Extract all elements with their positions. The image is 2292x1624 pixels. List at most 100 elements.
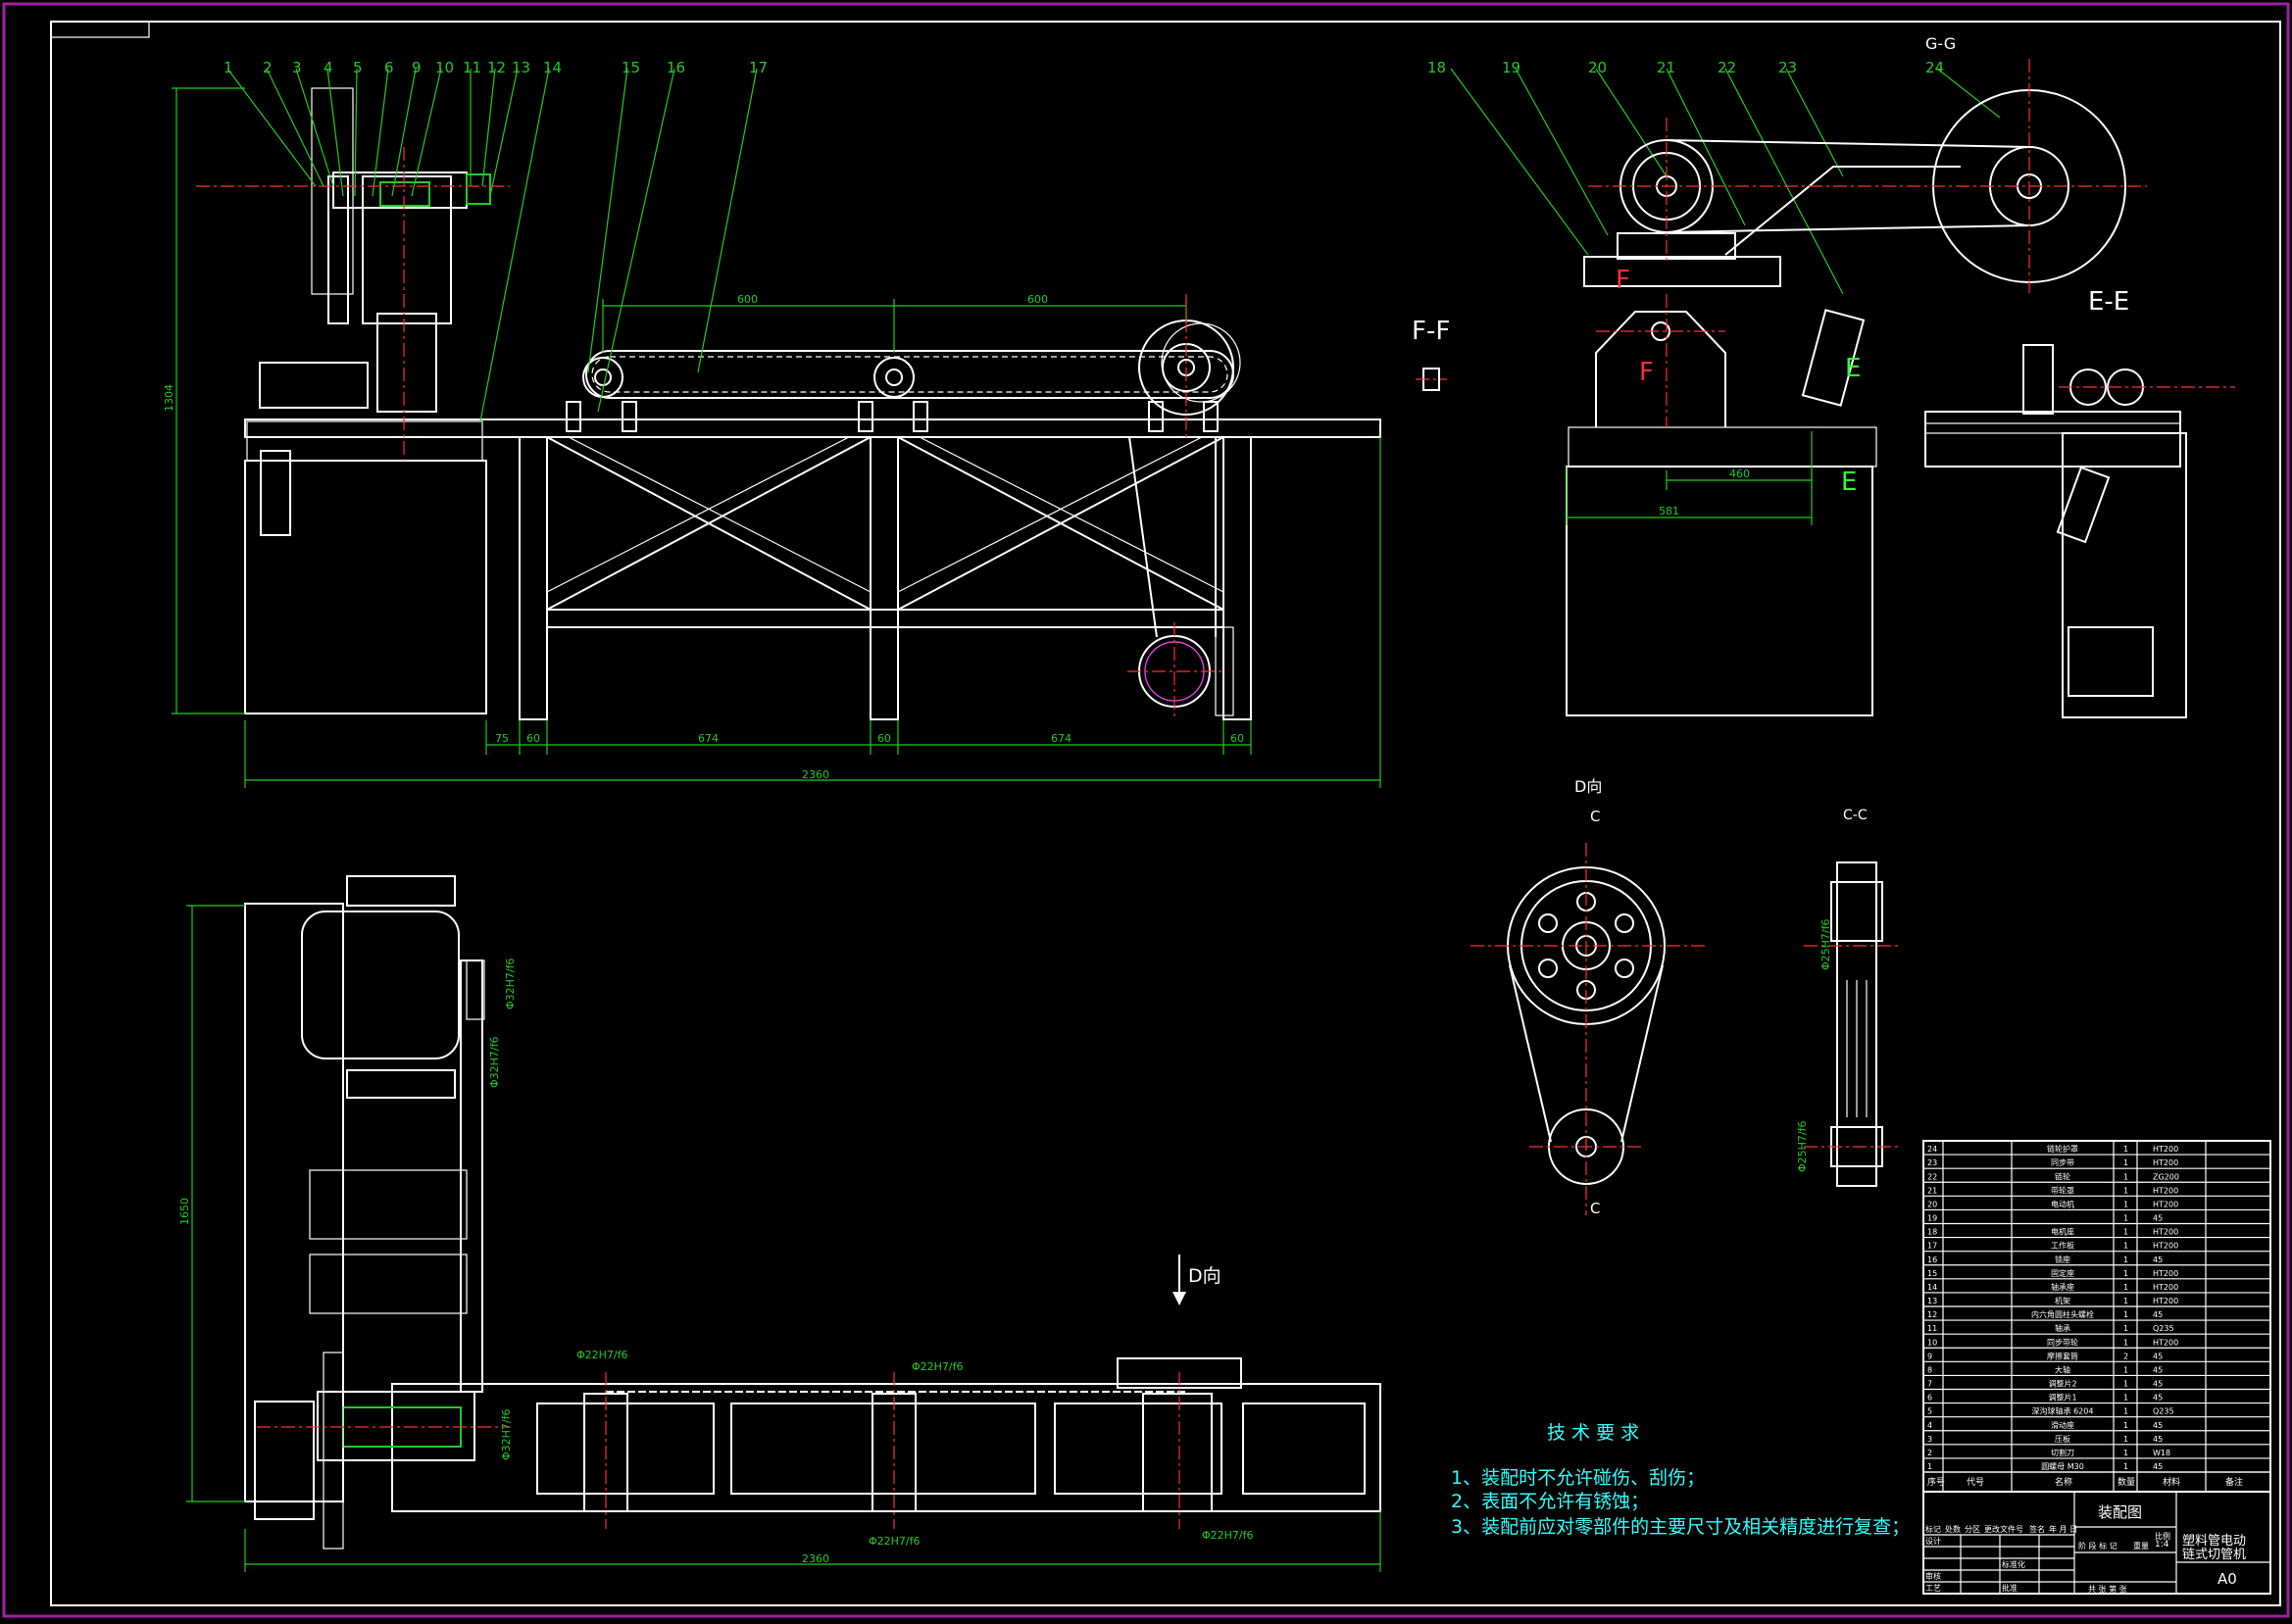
bom-cell: 1 <box>2123 1310 2128 1319</box>
bom-cell: 电动机 <box>2051 1199 2074 1208</box>
tb-zone: 分区 <box>1965 1525 1980 1534</box>
bom-cell: 3 <box>1927 1435 1932 1444</box>
scale-value: 1:4 <box>2155 1540 2169 1550</box>
chain-loop <box>585 350 1234 399</box>
bom-cell: 工作板 <box>2051 1241 2074 1251</box>
label-f-mark-1: F <box>1616 266 1630 295</box>
bom-header-material: 材料 <box>2163 1476 2180 1488</box>
bom-cell: 13 <box>1927 1297 1937 1305</box>
bom-header-qty: 数量 <box>2118 1476 2135 1488</box>
bom-cell: 链轮 <box>2055 1171 2070 1181</box>
balloon-1: 1 <box>224 59 233 76</box>
bom-cell: 20 <box>1927 1200 1937 1208</box>
bom-cell: 1 <box>2123 1407 2128 1416</box>
label-c-mark-1: C <box>1590 808 1600 825</box>
balloon-22: 22 <box>1718 59 1736 76</box>
tb-ratio: 比例 <box>2155 1531 2170 1541</box>
corner-tag <box>50 21 150 38</box>
bom-cell: HT200 <box>2153 1228 2178 1237</box>
bom-cell: 调整片2 <box>2048 1379 2076 1389</box>
balloon-12: 12 <box>487 59 506 76</box>
dim-60-b: 60 <box>877 732 891 745</box>
bom-cell: 2 <box>2123 1352 2128 1360</box>
tb-checker: 审核 <box>1925 1571 1941 1581</box>
bom-cell: 1 <box>2123 1462 2128 1471</box>
bom-cell: 45 <box>2153 1435 2163 1444</box>
bom-cell: HT200 <box>2153 1158 2178 1167</box>
balloon-5: 5 <box>353 59 363 76</box>
tech-req-3: 3、装配前应对零部件的主要尺寸及相关精度进行复查； <box>1451 1516 1910 1538</box>
balloon-16: 16 <box>667 59 685 76</box>
plan-motor <box>301 910 460 1059</box>
bom-cell: HT200 <box>2153 1297 2178 1305</box>
bom-cell: 电机座 <box>2051 1227 2074 1237</box>
label-c-mark-2: C <box>1590 1200 1600 1217</box>
bom-cell: 12 <box>1927 1310 1937 1319</box>
balloon-13: 13 <box>512 59 530 76</box>
title-block: 装配图 塑料管电动 链式切管机 A0 1:4 设计 审核 工艺 标准化 批准 标… <box>1922 1491 2271 1595</box>
cc-view <box>1804 861 1902 1187</box>
label-direction-d-plan: D向 <box>1188 1265 1221 1287</box>
bom-cell: 1 <box>2123 1200 2128 1208</box>
bom-cell: 14 <box>1927 1283 1937 1292</box>
fit-cc-2: Φ25H7/f6 <box>1796 1120 1809 1172</box>
tb-mark: 标记 <box>1925 1524 1941 1534</box>
plan-belt <box>460 960 483 1393</box>
balloon-24: 24 <box>1925 59 1944 76</box>
label-e-mark-2: E <box>1841 468 1857 497</box>
bom-cell: 8 <box>1927 1365 1932 1374</box>
bom-cell: 压板 <box>2055 1434 2070 1444</box>
bom-cell: 1 <box>2123 1228 2128 1237</box>
label-f-mark-2: F <box>1639 358 1654 387</box>
balloon-9: 9 <box>412 59 422 76</box>
label-direction-d: D向 <box>1574 777 1602 796</box>
fit-plan-7: Φ32H7/f6 <box>488 1036 501 1088</box>
bom-cell: 4 <box>1927 1421 1932 1430</box>
bom-cell: HT200 <box>2153 1145 2178 1154</box>
fit-plan-3: Φ22H7/f6 <box>912 1360 964 1373</box>
bom-cell: HT200 <box>2153 1269 2178 1278</box>
bom-header-name: 名称 <box>2055 1476 2072 1488</box>
inner-border <box>50 21 2281 1606</box>
bom-cell: 1 <box>2123 1449 2128 1457</box>
bom-cell: 10 <box>1927 1338 1937 1347</box>
bom-cell: 锁座 <box>2055 1255 2070 1264</box>
bom-cell: W18 <box>2153 1449 2170 1457</box>
bom-cell: 1 <box>2123 1338 2128 1347</box>
tb-process: 工艺 <box>1925 1584 1941 1593</box>
bom-cell: HT200 <box>2153 1242 2178 1251</box>
dim-plan-height: 1650 <box>178 1198 191 1225</box>
technical-requirements: 技 术 要 求 1、装配时不允许碰伤、刮伤； 2、表面不允许有锈蚀； 3、装配前… <box>1451 1422 1910 1538</box>
dim-span-1: 600 <box>737 293 758 306</box>
bom-cell: 内六角圆柱头螺栓 <box>2031 1309 2094 1319</box>
bom-cell: 滑动座 <box>2051 1420 2074 1430</box>
drawing-name: 装配图 <box>2098 1503 2142 1521</box>
bom-cell: ZG200 <box>2153 1172 2179 1181</box>
bom-cell: 深沟球轴承 6204 <box>2032 1406 2094 1416</box>
balloon-14: 14 <box>543 59 562 76</box>
dim-581: 581 <box>1659 505 1679 517</box>
bom-cell: 1 <box>2123 1172 2128 1181</box>
label-section-gg: G-G <box>1925 34 1956 53</box>
balloon-20: 20 <box>1588 59 1607 76</box>
bom-header-no: 序号 <box>1927 1476 1945 1488</box>
fit-plan-1: Φ32H7/f6 <box>504 958 517 1009</box>
tb-weight: 重量 <box>2133 1541 2149 1550</box>
bom-cell: 机架 <box>2055 1296 2070 1305</box>
bom-cell: 1 <box>2123 1394 2128 1403</box>
cylinder <box>1801 309 1866 407</box>
bom-cell: 1 <box>2123 1242 2128 1251</box>
fit-plan-4: Φ22H7/f6 <box>869 1535 921 1548</box>
bom-cell: 调整片1 <box>2048 1393 2076 1403</box>
dim-674-a: 674 <box>698 732 719 745</box>
label-section-cc: C-C <box>1843 808 1868 823</box>
bom-cell: 1 <box>2123 1214 2128 1223</box>
bom-cell: 轴承 <box>2055 1323 2070 1333</box>
bom-cell: 45 <box>2153 1462 2163 1471</box>
balloon-2: 2 <box>263 59 273 76</box>
bom-cell: HT200 <box>2153 1186 2178 1195</box>
balloon-19: 19 <box>1502 59 1520 76</box>
bom-cell: 15 <box>1927 1269 1937 1278</box>
